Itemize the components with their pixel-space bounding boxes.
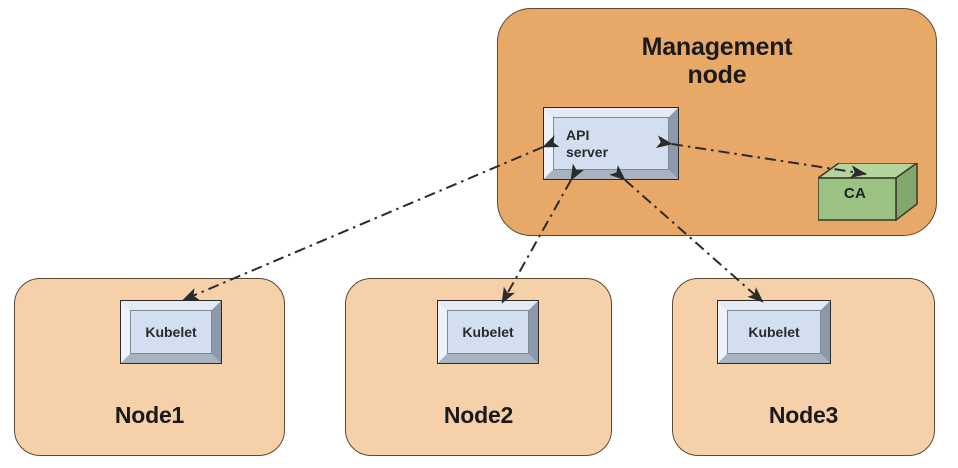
group-management-node-title: Management node [641,33,793,89]
component-ca[interactable]: CA [818,163,918,221]
kubelet1-bevel-top [121,301,221,311]
ca-label: CA [843,185,867,202]
kubelet2-bevel-right [528,301,538,363]
kubelet3-bevel-top [718,301,830,311]
kubelet1-label: Kubelet [145,323,197,340]
api-server-bevel-top [544,108,678,118]
kubelet3-bevel-bottom [718,353,830,363]
kubelet3-label: Kubelet [748,323,800,340]
kubelet1-face [130,310,212,354]
kubelet2-label: Kubelet [462,323,514,340]
kubelet1-bevel-left [121,301,131,363]
kubelet3-bevel-left [718,301,728,363]
group-node3-title: Node3 [768,402,839,429]
group-node1-title: Node1 [114,402,185,429]
kubelet1-bevel-bottom [121,353,221,363]
kubelet3-face [727,310,821,354]
kubelet2-bevel-bottom [438,353,538,363]
kubelet3-bevel-right [820,301,830,363]
kubelet2-face [447,310,529,354]
kubelet1-bevel-right [211,301,221,363]
component-kubelet3[interactable]: Kubelet [717,300,831,364]
kubelet2-bevel-top [438,301,538,311]
component-kubelet2[interactable]: Kubelet [437,300,539,364]
component-kubelet1[interactable]: Kubelet [120,300,222,364]
api-server-label: API server [566,127,609,160]
group-node2-title: Node2 [443,402,514,429]
component-api-server[interactable]: API server [543,107,679,180]
kubelet2-bevel-left [438,301,448,363]
ca-cuboid-shape [818,163,918,221]
